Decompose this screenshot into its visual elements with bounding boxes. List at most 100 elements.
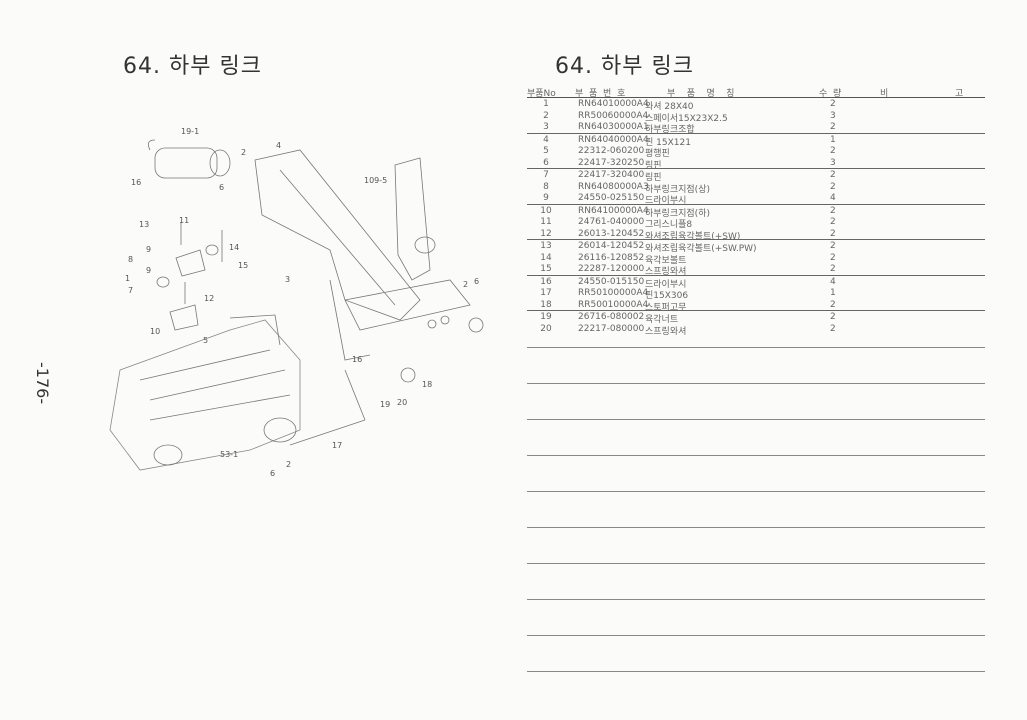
cell-item-no: 19 <box>540 312 552 322</box>
cell-quantity: 2 <box>830 122 836 132</box>
callout-8: 8 <box>128 255 134 264</box>
header-remarks-2: 고 <box>955 89 964 99</box>
cell-item-no: 6 <box>543 157 549 168</box>
callout-13: 13 <box>139 220 150 229</box>
cell-part-number: 26013-120452 <box>578 228 645 239</box>
cell-item-no: 8 <box>543 181 549 192</box>
header-remarks-1: 비 <box>880 89 889 99</box>
cell-part-number: 22287-120000 <box>578 264 645 274</box>
cell-item-no: 2 <box>543 110 549 121</box>
cell-item-no: 16 <box>540 276 552 287</box>
cell-part-name: 스페이서15X23X2.5 <box>645 113 728 124</box>
cell-part-name: 스프링와셔 <box>645 326 687 337</box>
cell-part-number: 24550-015150 <box>578 276 645 287</box>
cell-part-number: RR50010000A4 <box>578 299 649 310</box>
callout-7: 7 <box>128 286 134 295</box>
cell-part-number: 24761-040000 <box>578 217 645 227</box>
cell-part-number: 24550-025150 <box>578 193 645 203</box>
callout-1: 1 <box>125 274 131 283</box>
cell-part-number: RN64010000A4 <box>578 99 649 109</box>
blank-row-line <box>527 419 985 420</box>
cell-part-name: 드라이부시 <box>645 196 687 206</box>
blank-row-line <box>527 491 985 492</box>
parts-diagram <box>109 139 484 471</box>
callout-9b: 9 <box>146 266 152 275</box>
callout-6: 6 <box>219 183 225 192</box>
header-part-no: 부품No <box>527 89 556 99</box>
cell-item-no: 3 <box>543 122 549 132</box>
callout-14: 14 <box>229 243 240 252</box>
cell-part-number: 22417-320400 <box>578 170 645 180</box>
cell-part-number: RR50100000A4 <box>578 288 649 298</box>
callout-11: 11 <box>179 216 190 225</box>
cell-quantity: 1 <box>830 134 836 145</box>
cell-quantity: 4 <box>830 193 836 203</box>
lower-link-arm <box>254 149 421 321</box>
blank-row-line <box>527 635 985 636</box>
callout-6b: 6 <box>474 277 480 286</box>
cell-item-no: 18 <box>540 299 552 310</box>
cell-quantity: 2 <box>830 170 836 180</box>
cell-item-no: 7 <box>543 170 549 180</box>
cell-quantity: 3 <box>830 110 836 121</box>
transmission-housing <box>109 319 301 471</box>
cell-item-no: 4 <box>543 134 549 145</box>
callout-2b: 2 <box>463 280 469 289</box>
cell-item-no: 13 <box>540 241 552 251</box>
cell-quantity: 3 <box>830 157 836 168</box>
cell-part-name: 하부링크지점(상) <box>645 184 710 195</box>
callout-5: 5 <box>203 336 209 345</box>
cell-item-no: 12 <box>540 228 552 239</box>
cell-part-name: 와셔조립육각볼트(+SW.PW) <box>645 244 757 254</box>
cell-quantity: 2 <box>830 99 836 109</box>
callout-12: 12 <box>204 294 215 303</box>
callout-109-5: 109-5 <box>364 176 388 185</box>
callout-16b: 16 <box>352 355 363 364</box>
cell-quantity: 2 <box>830 264 836 274</box>
cell-quantity: 2 <box>830 299 836 310</box>
callout-15: 15 <box>238 261 249 270</box>
cell-item-no: 10 <box>540 205 552 216</box>
cell-part-name: 스프링와셔 <box>645 267 687 277</box>
cell-part-number: RR50060000A4 <box>578 110 649 121</box>
cell-quantity: 2 <box>830 181 836 192</box>
callout-53-1: 53-1 <box>220 450 239 459</box>
blank-row-line <box>527 383 985 384</box>
cell-quantity: 2 <box>830 146 836 156</box>
cell-part-number: RN64080000A3 <box>578 181 649 192</box>
cell-part-name: 핀15X306 <box>645 291 689 301</box>
callout-6c: 6 <box>270 469 276 478</box>
cell-part-name: 그리스니플8 <box>645 220 693 230</box>
cell-item-no: 17 <box>540 288 552 298</box>
cell-part-number: 26716-080002 <box>578 312 645 322</box>
blank-row-line <box>527 347 985 348</box>
header-part-number: 부 품 번 호 <box>575 89 626 99</box>
callout-10: 10 <box>150 327 161 336</box>
callout-18: 18 <box>422 380 433 389</box>
blank-row-line <box>527 599 985 600</box>
cell-item-no: 14 <box>540 252 552 263</box>
cell-quantity: 2 <box>830 252 836 263</box>
cell-part-name: 링핀 <box>645 173 662 183</box>
callout-20: 20 <box>397 398 408 407</box>
cell-quantity: 2 <box>830 217 836 227</box>
blank-row-line <box>527 671 985 672</box>
cell-part-name: 평행핀 <box>645 149 670 159</box>
cell-part-number: 22217-080000 <box>578 323 645 334</box>
